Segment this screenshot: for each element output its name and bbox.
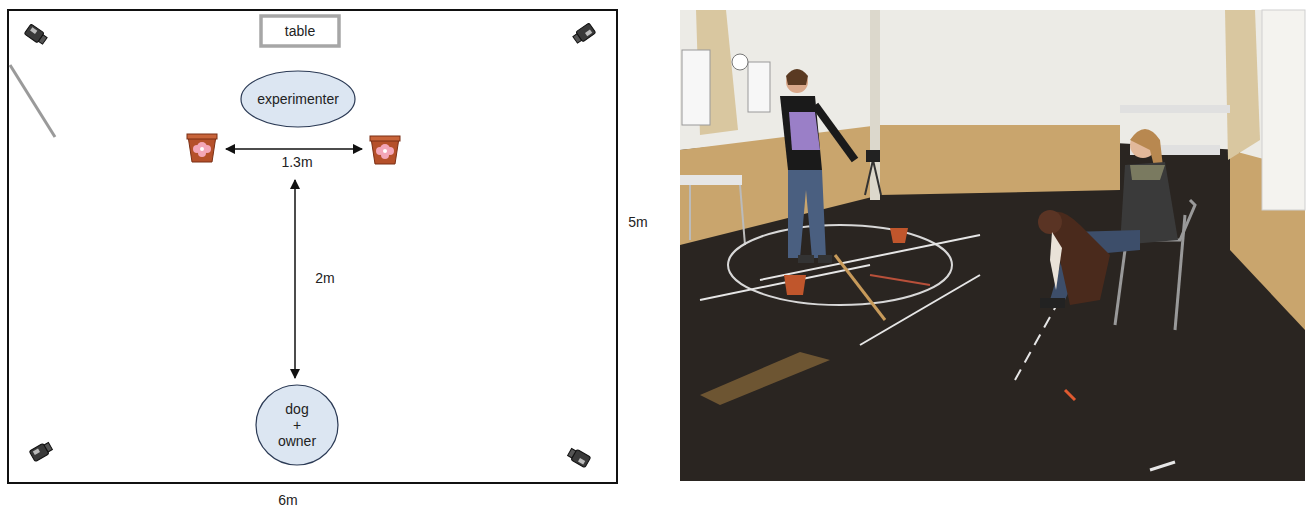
dimension-label: 1.3m [281, 154, 312, 170]
room-outline [8, 10, 617, 483]
camera-symbol [29, 441, 53, 462]
box-outline [261, 16, 339, 46]
node-text-group: table [285, 23, 315, 39]
door-line [10, 65, 55, 137]
node-text-group: dog + owner [260, 401, 334, 449]
dimension-label: 6m [278, 492, 297, 508]
photo-illustration [680, 10, 1305, 481]
dimension-arrow [294, 180, 296, 378]
dimension-label: 2m [315, 270, 334, 286]
pot-symbol [370, 136, 400, 164]
camera-symbol [567, 447, 591, 468]
dimension-label: 5m [628, 214, 647, 230]
node-text-group: experimenter [257, 91, 339, 107]
node-label: experimenter [257, 91, 339, 107]
node-label: table [285, 23, 315, 39]
ellipse-outline [256, 385, 338, 465]
person-ellipse: experimenter [240, 70, 356, 128]
position-circle: dog + owner [255, 384, 339, 466]
ellipse-outline [241, 71, 355, 127]
camera-symbol [24, 24, 48, 46]
table-box: table [259, 14, 341, 48]
pot-symbol [187, 134, 217, 162]
camera-symbol [572, 23, 596, 45]
node-label: dog + owner [260, 401, 334, 449]
dimension-arrow [226, 148, 362, 150]
